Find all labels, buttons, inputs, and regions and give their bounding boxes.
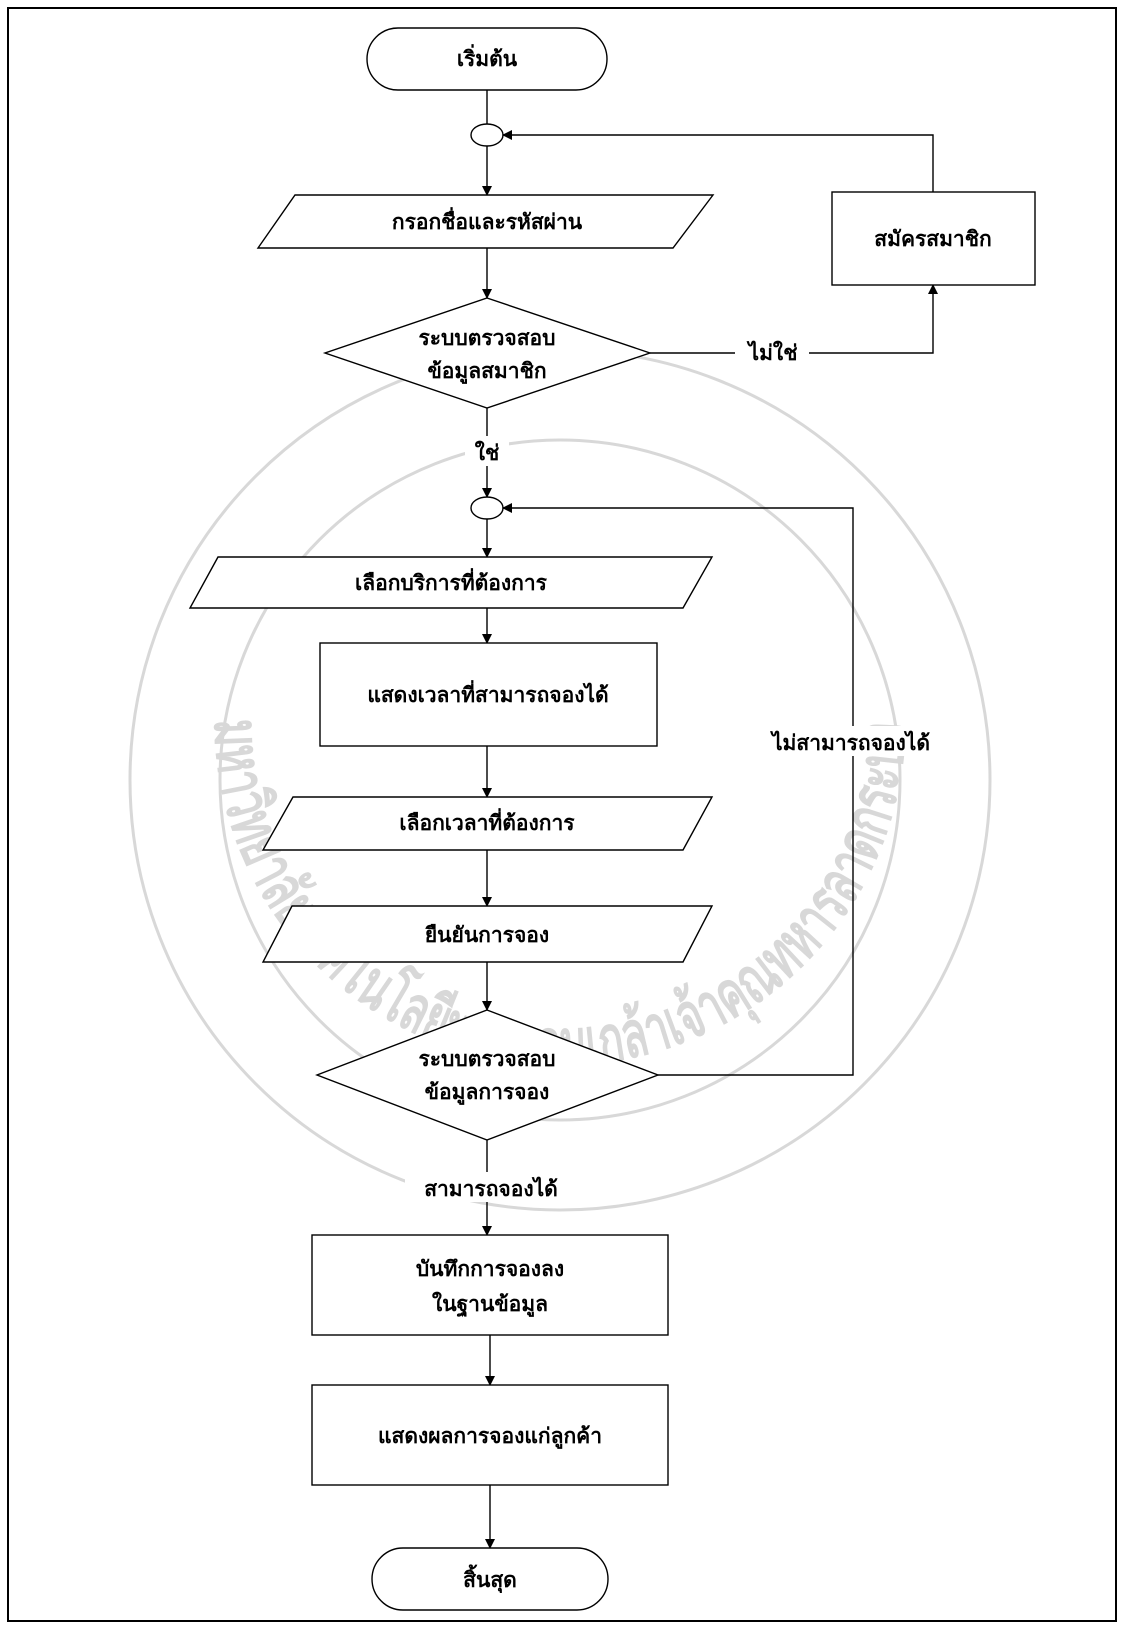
connector-1 xyxy=(470,123,504,147)
select-service-input: เลือกบริการที่ต้องการ xyxy=(188,556,714,609)
select-service-label: เลือกบริการที่ต้องการ xyxy=(355,567,548,595)
page-frame xyxy=(7,7,1117,1622)
can-book-label-bg xyxy=(405,1172,577,1202)
end-label: สิ้นสุด xyxy=(463,1564,517,1594)
booking-check-line1: ระบบตรวจสอบ xyxy=(419,1047,556,1071)
show-result-label: แสดงผลการจองแก่ลูกค้า xyxy=(378,1424,602,1450)
edge-cannot-book-loop xyxy=(502,503,854,1076)
cannot-book-label-bg xyxy=(752,726,952,756)
start-terminator: เริ่มต้น xyxy=(366,27,608,91)
register-label: สมัครสมาชิก xyxy=(874,227,991,251)
cannot-book-label: ไม่สามารถจองได้ xyxy=(770,730,930,755)
member-check-line1: ระบบตรวจสอบ xyxy=(419,326,556,350)
confirm-booking-label: ยืนยันการจอง xyxy=(425,923,549,947)
can-book-label: สามารถจองได้ xyxy=(424,1176,558,1201)
no-label-bg xyxy=(735,336,809,366)
member-check-line2: ข้อมูลสมาชิก xyxy=(427,359,546,385)
seal-inner-ring xyxy=(218,438,902,1122)
yes-label: ใช่ xyxy=(475,440,500,465)
booking-check-decision: ระบบตรวจสอบ ข้อมูลการจอง xyxy=(315,1009,660,1141)
start-label: เริ่มต้น xyxy=(457,43,518,71)
select-time-label: เลือกเวลาที่ต้องการ xyxy=(399,807,575,835)
show-times-label: แสดงเวลาที่สามารถจองได้ xyxy=(367,679,608,707)
yes-label-bg xyxy=(465,436,509,466)
edge-register-loop xyxy=(502,130,934,192)
connector-2 xyxy=(470,496,504,520)
save-booking-line2: ในฐานข้อมูล xyxy=(432,1291,548,1318)
show-result-process: แสดงผลการจองแก่ลูกค้า xyxy=(311,1384,669,1486)
confirm-booking-input: ยืนยันการจอง xyxy=(261,905,714,963)
no-label: ไม่ใช่ xyxy=(747,340,798,365)
save-booking-process: บันทึกการจองลง ในฐานข้อมูล xyxy=(311,1234,669,1336)
select-time-input: เลือกเวลาที่ต้องการ xyxy=(261,796,714,851)
end-terminator: สิ้นสุด xyxy=(371,1547,609,1611)
member-check-decision: ระบบตรวจสอบ ข้อมูลสมาชิก xyxy=(322,297,653,409)
booking-check-line2: ข้อมูลการจอง xyxy=(425,1080,550,1106)
enter-credentials-input: กรอกชื่อและรหัสผ่าน xyxy=(256,194,715,249)
enter-credentials-label: กรอกชื่อและรหัสผ่าน xyxy=(392,206,583,234)
show-times-process: แสดงเวลาที่สามารถจองได้ xyxy=(319,642,658,747)
register-process: สมัครสมาชิก xyxy=(831,191,1036,286)
seal-arc-text: มหาวิทยาลัยเทคโนโลยีพระจอมเกล้าเจ้าคุณทห… xyxy=(199,718,921,1082)
save-booking-line1: บันทึกการจองลง xyxy=(416,1257,564,1281)
